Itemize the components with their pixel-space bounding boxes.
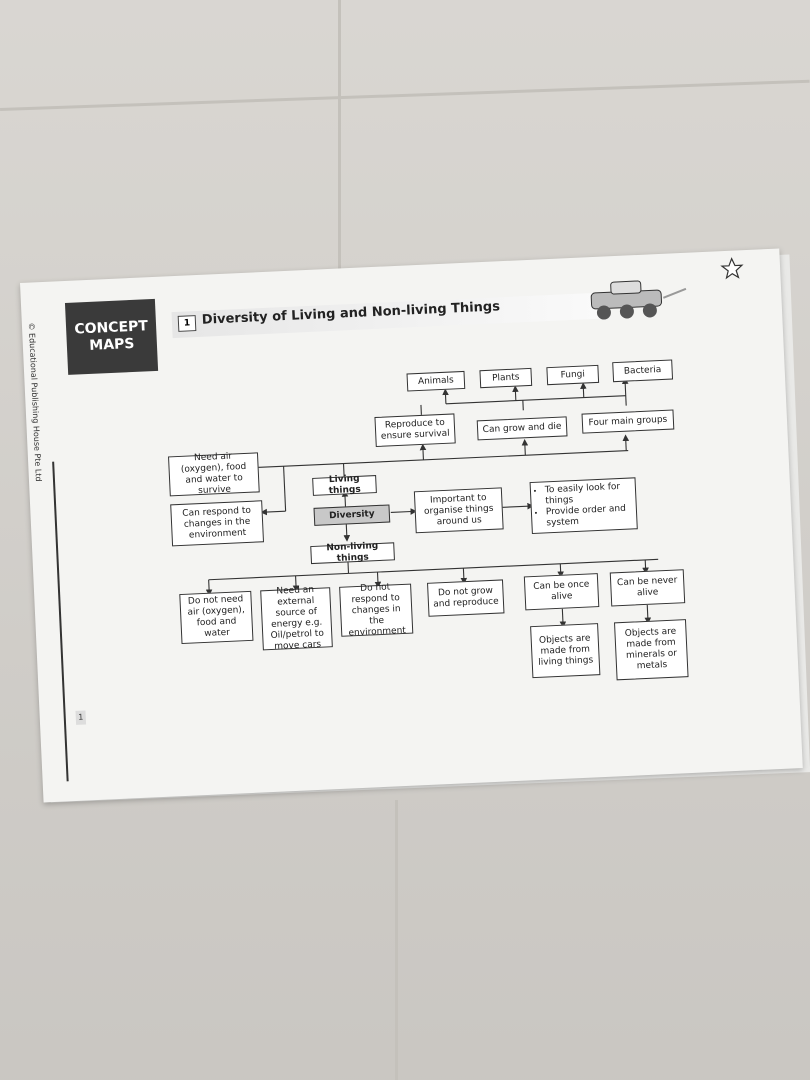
node-purpose-list: To easily look for things Provide order …	[530, 477, 638, 534]
node-non-living-things: Non-living things	[310, 542, 395, 564]
node-no-grow: Do not grow and reproduce	[427, 579, 504, 616]
node-plants: Plants	[479, 368, 532, 388]
node-bacteria: Bacteria	[612, 359, 673, 382]
node-once-made: Objects are made from living things	[530, 623, 600, 678]
node-once-alive: Can be once alive	[524, 573, 599, 610]
node-respond: Can respond to changes in the environmen…	[170, 500, 264, 546]
node-living-things: Living things	[312, 475, 377, 496]
node-never-alive: Can be never alive	[610, 569, 685, 606]
node-need-air: Need air (oxygen), food and water to sur…	[168, 452, 260, 496]
connector-lines	[20, 249, 803, 803]
node-fungi: Fungi	[546, 365, 599, 385]
node-important: Important to organise things around us	[414, 487, 504, 533]
floor-grout-line	[395, 800, 398, 1080]
node-no-respond: Do not respond to changes in the environ…	[339, 584, 413, 637]
node-external-energy: Need an external source of energy e.g. O…	[260, 587, 333, 650]
node-no-air: Do not need air (oxygen), food and water	[179, 591, 253, 644]
worksheet-page: © Educational Publishing House Pte Ltd 1…	[20, 249, 803, 803]
floor-grout-line	[338, 0, 341, 280]
node-four-groups: Four main groups	[582, 409, 675, 433]
node-grow-die: Can grow and die	[477, 416, 568, 440]
node-diversity: Diversity	[314, 504, 391, 525]
node-animals: Animals	[407, 371, 466, 392]
node-reproduce: Reproduce to ensure survival	[374, 413, 455, 447]
node-never-made: Objects are made from minerals or metals	[614, 619, 689, 680]
purpose-item-order: Provide order and system	[546, 503, 634, 529]
